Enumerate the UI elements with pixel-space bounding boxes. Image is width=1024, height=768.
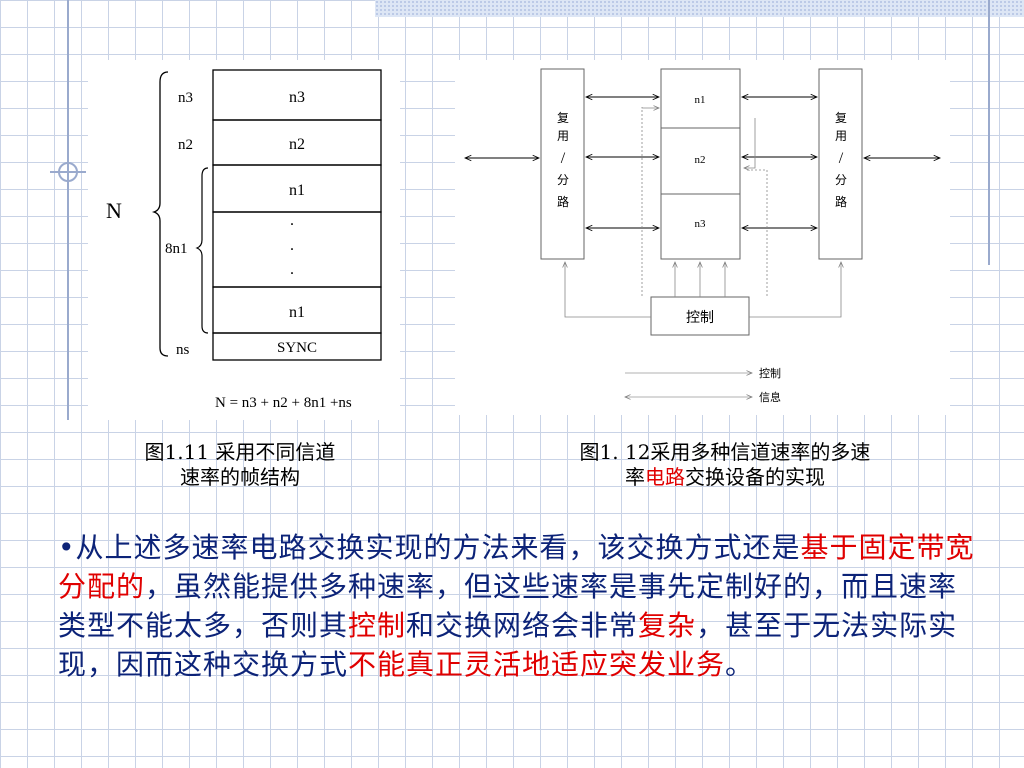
frame-cell-label: n3 [289, 89, 305, 106]
control-line [641, 107, 659, 108]
body-highlight: 突发业务 [609, 648, 726, 681]
mux-right-char: / [839, 150, 844, 167]
right-guide-line [988, 0, 990, 265]
body-highlight: 基于固定带宽分配的 [58, 531, 975, 603]
control-line [744, 118, 756, 168]
frame-cell-sync: SYNC [277, 340, 317, 356]
body-text-segment: ，虽然能提供多种速率，但这些速率是事先定制好的，而且速率类型不能太多，否则其 [58, 570, 958, 642]
mux-right-char: 分 [835, 173, 847, 187]
frame-cell-dot: . [290, 237, 294, 254]
control-line [565, 262, 651, 318]
figure2-caption: 图1. 12采用多种信道速率的多速 率电路交换设备的实现 [510, 440, 940, 490]
mux-left-box [540, 68, 585, 260]
mux-right-char: 路 [835, 194, 847, 209]
channel-label: n3 [695, 218, 707, 230]
body-highlight: 不能真正灵活地适应 [348, 648, 610, 681]
body-paragraph: •从上述多速率电路交换实现的方法来看，该交换方式还是基于固定带宽分配的，虽然能提… [58, 528, 980, 684]
mux-left-char: 路 [557, 194, 569, 209]
label-n2: n2 [178, 137, 193, 153]
crosshair-icon [50, 162, 86, 182]
frame-cell-dot: . [290, 261, 294, 278]
mux-left-char: 复 [557, 111, 569, 125]
body-highlight: 复杂 [638, 609, 697, 642]
frame-row-box [212, 332, 382, 361]
mux-right-box [818, 68, 863, 260]
legend-control-label: 控制 [759, 366, 781, 380]
figure1-caption-line2: 速率的帧结构 [180, 465, 300, 489]
legend-info-label: 信息 [759, 390, 781, 404]
frame-cell-label: n1 [289, 304, 305, 321]
figure1-caption-line1: 图1.11 采用不同信道 [144, 440, 336, 464]
control-box [650, 296, 750, 336]
control-box-label: 控制 [686, 310, 714, 326]
label-N: N [106, 198, 122, 223]
body-text-segment: ，甚至于无法实际实现，因而这种交换方式 [58, 609, 958, 681]
figure2-caption-highlight: 电路 [645, 465, 685, 489]
body-highlight: 控制 [348, 609, 407, 642]
mux-right-char: 用 [835, 129, 847, 143]
label-n3: n3 [178, 90, 193, 106]
figure2-caption-line2: 率电路交换设备的实现 [510, 465, 940, 490]
figure-frame-structure: n3 n2 n1 . . . n1 SYNC n3 n2 8n1 ns N N … [88, 60, 400, 420]
figure2-caption-part: 交换设备的实现 [685, 465, 825, 489]
top-decoration-band [375, 0, 1024, 17]
control-line-dotted [745, 169, 768, 296]
channel-label: n2 [695, 154, 706, 166]
frame-cell-dot: . [290, 212, 294, 229]
figure2-caption-part: 率 [625, 465, 645, 489]
left-guide-line [67, 0, 69, 420]
body-text-segment: 从上述多速率电路交换实现的方法来看，该交换方式还是 [75, 531, 801, 564]
multirate-switch-svg: 复 用 / 分 路 复 用 / 分 路 n1 n2 n3 [455, 68, 950, 404]
figure2-caption-line1: 图1. 12采用多种信道速率的多速 [579, 440, 871, 464]
mux-right-char: 复 [835, 111, 847, 125]
mux-left-char: / [561, 150, 566, 167]
mux-left-char: 分 [557, 173, 569, 187]
body-text-segment: 。 [725, 648, 755, 681]
body-text-segment: 和交换网络会非常 [406, 609, 639, 642]
frame-cell-label: n2 [289, 136, 305, 153]
label-ns: ns [176, 342, 190, 358]
inner-brace [195, 167, 209, 334]
channel-box-n3 [660, 193, 741, 260]
mux-left-char: 用 [557, 129, 569, 143]
frame-row-box [212, 211, 382, 288]
frame-cell-label: n1 [289, 182, 305, 199]
figure1-caption: 图1.11 采用不同信道 速率的帧结构 [90, 440, 390, 490]
channel-label: n1 [695, 94, 706, 106]
frame-formula: N = n3 + n2 + 8n1 +ns [215, 395, 352, 411]
frame-structure-svg: n3 n2 n1 . . . n1 SYNC n3 n2 8n1 ns N N … [106, 69, 382, 411]
label-8n1: 8n1 [165, 241, 188, 257]
outer-brace [151, 71, 169, 357]
figure-multirate-switch: 复 用 / 分 路 复 用 / 分 路 n1 n2 n3 [455, 60, 950, 415]
control-line [749, 262, 841, 318]
bullet: • [58, 531, 76, 564]
